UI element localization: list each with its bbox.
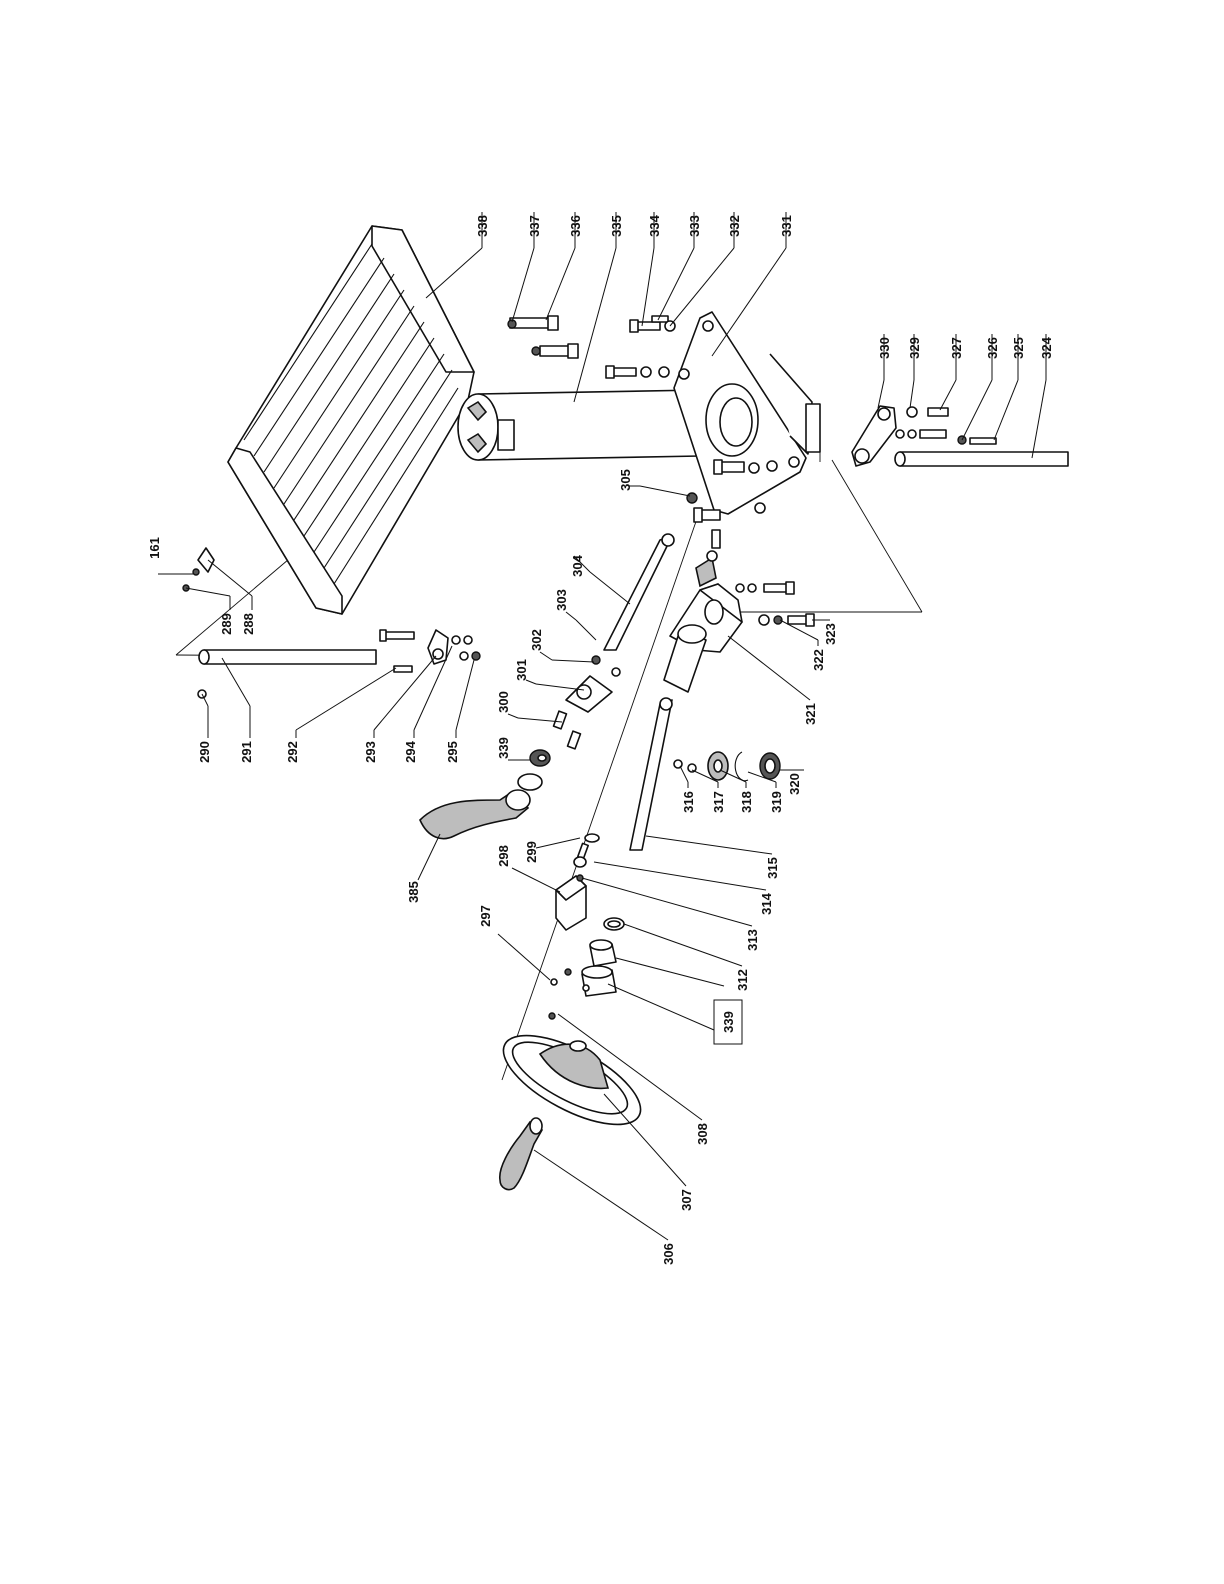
callout-288: 288 <box>241 613 256 635</box>
callout-315: 315 <box>765 857 780 879</box>
gearbox-bracket-321 <box>664 530 742 692</box>
callout-289: 289 <box>219 613 234 635</box>
callout-161: 161 <box>147 537 162 559</box>
lever-handle-385 <box>420 774 542 839</box>
pin-324 <box>895 452 1068 466</box>
callout-332: 332 <box>727 215 742 237</box>
callout-333: 333 <box>687 215 702 237</box>
callout-329: 329 <box>907 337 922 359</box>
callout-322: 322 <box>811 649 826 671</box>
callout-304: 304 <box>570 554 585 576</box>
screw-299 <box>574 834 599 881</box>
callout-293: 293 <box>363 741 378 763</box>
callout-317: 317 <box>711 791 726 813</box>
callout-301: 301 <box>514 659 529 681</box>
callout-336: 336 <box>568 215 583 237</box>
callout-300: 300 <box>496 691 511 713</box>
callout-305: 305 <box>618 469 633 491</box>
callout-321: 321 <box>803 703 818 725</box>
clip-288 <box>183 548 214 591</box>
callout-298: 298 <box>496 845 511 867</box>
callout-327: 327 <box>949 337 964 359</box>
knob-handle-306 <box>500 1118 542 1190</box>
shaft-315 <box>630 698 672 850</box>
callout-295: 295 <box>445 741 460 763</box>
callout-294: 294 <box>403 740 418 762</box>
callout-323: 323 <box>823 623 838 645</box>
table-plate-338 <box>228 226 474 614</box>
callout-339-upper: 339 <box>496 737 511 759</box>
gear-set-316-320 <box>674 752 780 781</box>
flange-bracket-331 <box>674 312 820 514</box>
callout-338: 338 <box>475 215 490 237</box>
callout-330: 330 <box>877 337 892 359</box>
callout-319: 319 <box>769 791 784 813</box>
callout-313: 313 <box>745 929 760 951</box>
callout-320: 320 <box>787 773 802 795</box>
flange-301 <box>530 656 620 766</box>
collar-339-bushing <box>551 940 616 996</box>
callout-339-boxed: 339 <box>721 1011 736 1033</box>
callout-290: 290 <box>197 741 212 763</box>
pin-291 <box>199 650 376 664</box>
callout-326: 326 <box>985 337 1000 359</box>
callout-316: 316 <box>681 791 696 813</box>
callout-297: 297 <box>478 905 493 927</box>
callout-337: 337 <box>527 215 542 237</box>
callout-312: 312 <box>735 969 750 991</box>
callout-303: 303 <box>554 589 569 611</box>
callout-306: 306 <box>661 1243 676 1265</box>
callout-318: 318 <box>739 791 754 813</box>
callout-385: 385 <box>406 881 421 903</box>
callout-302: 302 <box>529 629 544 651</box>
handwheel-307 <box>491 1013 653 1142</box>
ring-312 <box>604 918 624 930</box>
callout-335: 335 <box>609 215 624 237</box>
callout-299: 299 <box>524 841 539 863</box>
callout-314: 314 <box>759 892 774 914</box>
callout-292: 292 <box>285 741 300 763</box>
block-298 <box>556 876 586 930</box>
bolts-322-323 <box>736 582 814 626</box>
callout-291: 291 <box>239 741 254 763</box>
callout-307: 307 <box>679 1189 694 1211</box>
callout-308: 308 <box>695 1123 710 1145</box>
callout-334: 334 <box>647 214 662 236</box>
column-sleeve-335 <box>458 390 700 460</box>
callout-325: 325 <box>1011 337 1026 359</box>
callout-324: 324 <box>1039 336 1054 358</box>
callout-331: 331 <box>779 215 794 237</box>
